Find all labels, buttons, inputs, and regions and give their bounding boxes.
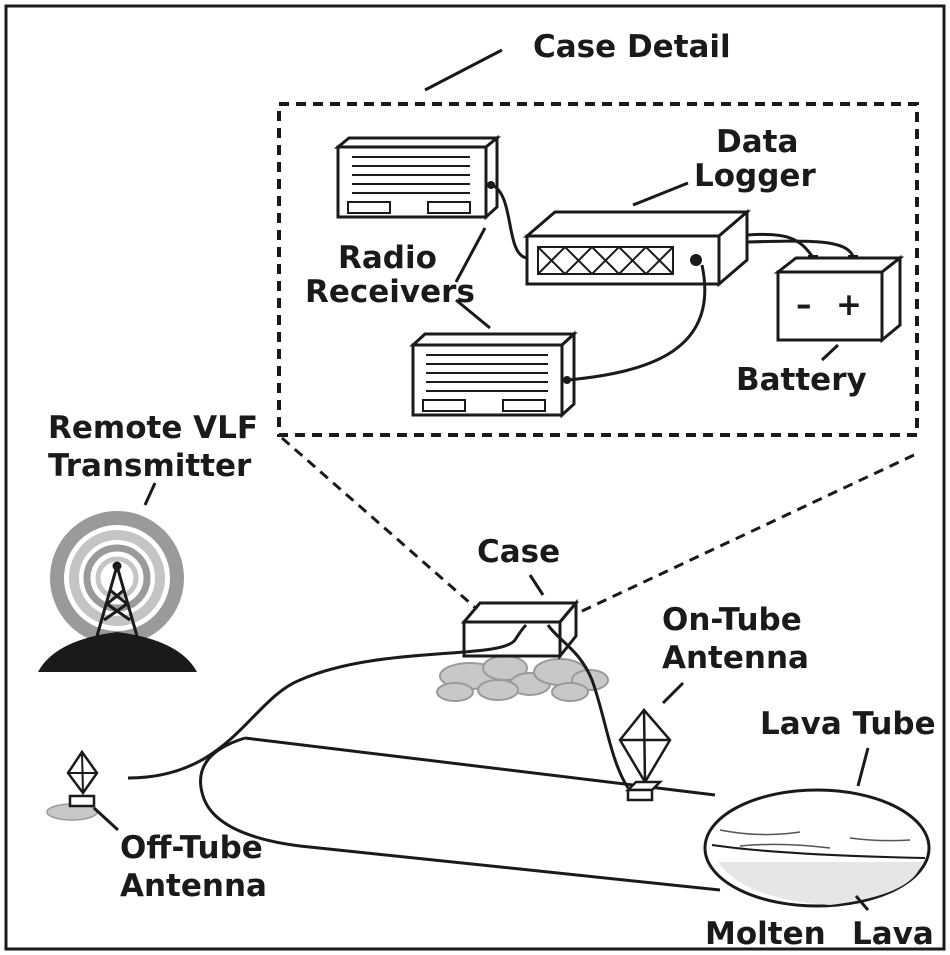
wire-logger-battery-neg <box>746 232 814 257</box>
transmitter-label: Transmitter <box>48 448 252 484</box>
on-tube-antenna-icon <box>618 708 672 802</box>
off-tube-pointer <box>92 806 120 832</box>
remote-vlf-label: Remote VLF <box>48 410 258 446</box>
logger-label: Logger <box>694 158 816 194</box>
transmitter-tower-icon <box>95 561 139 637</box>
battery-plus-sign: + <box>836 287 862 323</box>
case-detail-pointer <box>424 48 503 92</box>
data-label: Data <box>716 124 798 160</box>
off-tube-antenna-label: Antenna <box>120 868 267 904</box>
outer-frame <box>4 4 946 951</box>
wire-logger-battery-pos <box>746 239 855 257</box>
case-box <box>460 598 580 661</box>
battery <box>773 254 905 344</box>
wire-receiver1-logger <box>491 183 528 260</box>
radio-label: Radio <box>338 240 437 276</box>
molten-label: Molten <box>705 916 826 952</box>
receivers-pointer-up <box>454 227 487 283</box>
wire-receiver2-logger <box>567 264 707 382</box>
molten-lava-pointer <box>854 895 870 911</box>
zoom-line-left <box>281 436 479 612</box>
radio-receiver-1 <box>333 134 502 221</box>
case-detail-box <box>277 102 919 437</box>
on-tube-label: On-Tube <box>662 602 802 638</box>
off-tube-label: Off-Tube <box>120 830 263 866</box>
battery-label: Battery <box>736 362 867 398</box>
data-logger <box>522 208 752 288</box>
receivers-pointer-down <box>455 298 491 330</box>
off-tube-antenna-icon <box>46 749 99 821</box>
on-tube-antenna-label: Antenna <box>662 640 809 676</box>
case-rocks <box>436 655 609 702</box>
lava-tube-pointer <box>856 747 870 787</box>
on-tube-pointer <box>661 681 685 705</box>
cable-case-to-on-tube <box>546 624 630 789</box>
transmitter-hill <box>38 632 197 672</box>
case-detail-label: Case Detail <box>533 29 731 65</box>
zoom-line-right <box>579 453 915 614</box>
lava-tube <box>199 736 931 908</box>
transmitter-signal-icon <box>50 511 184 645</box>
receivers-label: Receivers <box>305 274 475 310</box>
battery-minus-sign: – <box>796 287 812 323</box>
case-label: Case <box>477 534 560 570</box>
transmitter-pointer <box>143 482 157 506</box>
lava-label: Lava <box>852 916 934 952</box>
lava-tube-label: Lava Tube <box>760 706 936 742</box>
battery-pointer <box>820 343 840 362</box>
cable-off-tube-to-case <box>127 623 528 780</box>
radio-receiver-2 <box>409 330 578 419</box>
case-pointer <box>528 574 545 596</box>
logger-pointer <box>632 181 689 207</box>
